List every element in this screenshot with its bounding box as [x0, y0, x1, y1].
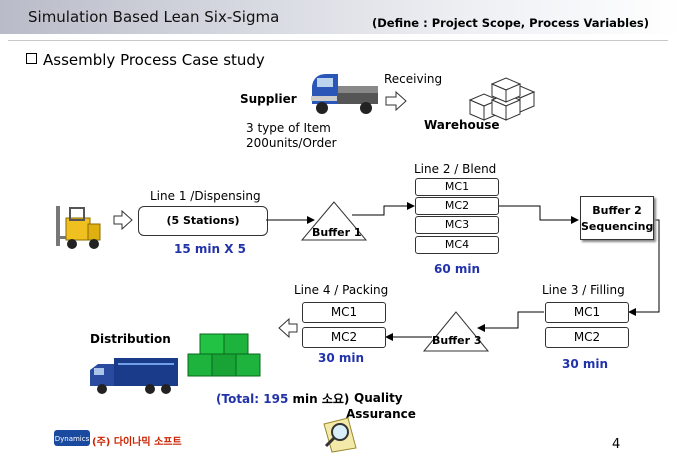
- input-arrow-icon: [113, 209, 133, 231]
- buffer3-label: Buffer 3: [432, 334, 482, 347]
- total-value: 195: [263, 392, 289, 406]
- buffer2-sequencing-box: Buffer 2 Sequencing: [580, 196, 654, 240]
- logo-mark-text: Dynamics: [55, 435, 90, 443]
- section-title-text: Assembly Process Case study: [43, 51, 265, 69]
- line1-time: 15 min X 5: [174, 242, 246, 256]
- line1-stations-box: (5 Stations): [138, 206, 268, 236]
- truck-icon: [311, 74, 378, 114]
- buffer1-triangle: [300, 201, 368, 241]
- order-units-text: 200units/Order: [246, 136, 337, 150]
- arrow-line2-buffer2: [498, 205, 579, 224]
- slide-subtitle: (Define : Project Scope, Process Variabl…: [372, 16, 649, 30]
- line3-machine: MC2: [545, 327, 629, 348]
- buffer3-triangle: [422, 311, 490, 352]
- warehouse-boxes-icon: [468, 77, 536, 121]
- assurance-label: Assurance: [346, 407, 416, 421]
- line4-label: Line 4 / Packing: [294, 283, 389, 297]
- receiving-arrow-icon: [385, 90, 407, 112]
- sequencing-label: Sequencing: [581, 220, 654, 233]
- total-suffix: min 소요): [288, 392, 350, 406]
- line2-time: 60 min: [434, 262, 481, 276]
- checkbox-bullet-icon: [26, 53, 37, 64]
- line2-label: Line 2 / Blend: [414, 162, 497, 176]
- line4-machine: MC2: [302, 327, 386, 348]
- line3-time: 30 min: [562, 357, 609, 371]
- total-prefix: (Total:: [216, 392, 264, 406]
- line4-time: 30 min: [318, 351, 365, 365]
- arrow-buffer2-line3: [628, 219, 660, 316]
- quality-label: Quality: [354, 391, 403, 405]
- line1-label: Line 1 /Dispensing: [150, 189, 261, 203]
- arrow-buffer1-line2: [352, 202, 415, 216]
- line3-machine: MC1: [545, 302, 629, 323]
- forklift-icon: [56, 206, 101, 249]
- receiving-label: Receiving: [384, 72, 443, 86]
- line3-label: Line 3 / Filling: [542, 283, 625, 297]
- buffer1-label: Buffer 1: [312, 226, 362, 239]
- delivery-truck-icon: [90, 358, 178, 394]
- supplier-label: Supplier: [240, 92, 297, 106]
- header-band: [0, 0, 683, 34]
- slide-title: Simulation Based Lean Six-Sigma: [28, 8, 280, 26]
- section-title: Assembly Process Case study: [26, 51, 265, 69]
- line2-machine: MC2: [415, 197, 499, 215]
- header-divider: [8, 40, 668, 41]
- item-types-text: 3 type of Item: [246, 121, 331, 135]
- buffer2-label: Buffer 2: [592, 204, 642, 217]
- company-logo-icon: Dynamics: [54, 430, 90, 446]
- distribution-label: Distribution: [90, 332, 171, 346]
- warehouse-label: Warehouse: [424, 118, 500, 132]
- arrow-line3-buffer3: [477, 311, 544, 332]
- line2-machine: MC3: [415, 216, 499, 234]
- magnifier-document-icon: [323, 417, 357, 453]
- green-boxes-icon: [187, 333, 261, 377]
- line2-machine: MC1: [415, 178, 499, 196]
- line4-machine: MC1: [302, 302, 386, 323]
- company-name: (주) 다이나믹 소프트: [92, 437, 182, 448]
- total-time: (Total: 195 min 소요): [216, 390, 349, 407]
- distribution-arrow-icon: [278, 317, 298, 339]
- line2-machine: MC4: [415, 236, 499, 254]
- page-number: 4: [612, 437, 621, 452]
